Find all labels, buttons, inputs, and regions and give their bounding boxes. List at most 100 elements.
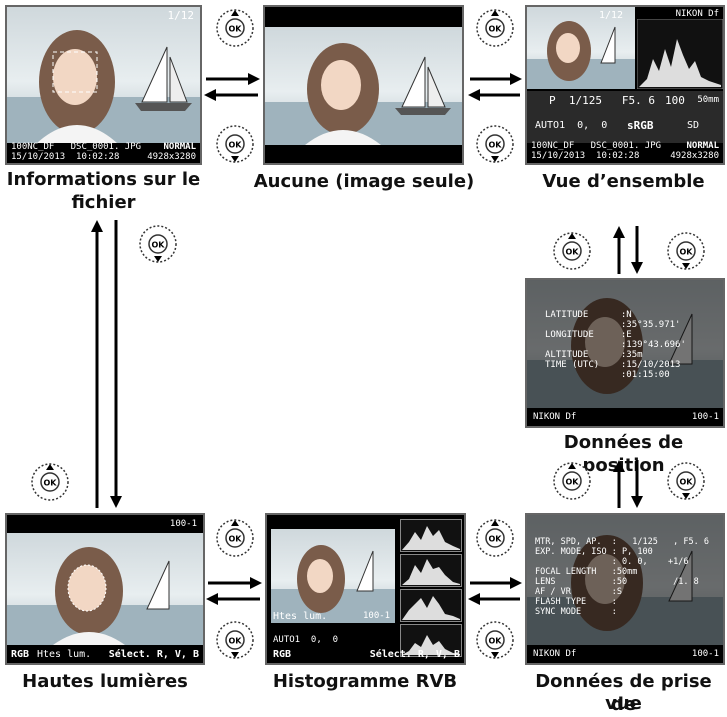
quality: NORMAL <box>163 142 196 152</box>
arrow-left-icon <box>468 593 520 605</box>
info-bar <box>527 91 723 143</box>
position-data-screen: LATITUDE :N :35°35.971' LONGITUDE :E :13… <box>525 278 725 428</box>
histogram-blue <box>400 624 462 657</box>
svg-text:OK: OK <box>566 248 580 257</box>
caption-highlights: Hautes lumières <box>22 671 188 692</box>
file-info-screen: 1/12 100NC_DF DSC_0001. JPG 15/10/2013 1… <box>5 5 202 165</box>
image-only-screen <box>263 5 464 165</box>
photo <box>265 27 462 145</box>
svg-text:OK: OK <box>44 479 58 488</box>
multi-selector-icon: OK <box>216 621 254 659</box>
frame-count: 1/12 <box>167 9 195 22</box>
multi-selector-icon: OK <box>553 462 591 500</box>
select-channel-hint: Sélect. R, V, B <box>369 649 460 660</box>
frame-number: 100-1 <box>691 649 719 659</box>
exposure-info: P 1/125 F5. 6 <box>549 94 655 107</box>
arrow-up-icon <box>91 220 103 508</box>
arrow-right-icon <box>208 577 262 589</box>
svg-text:OK: OK <box>489 637 503 646</box>
frame-number: 100-1 <box>169 519 197 529</box>
multi-selector-icon: OK <box>476 9 514 47</box>
caption-rgb: Histogramme RVB <box>272 671 458 692</box>
svg-text:OK: OK <box>152 241 166 250</box>
portrait-illustration <box>7 547 203 645</box>
photo <box>7 533 203 645</box>
image-size: 4928x3280 <box>670 151 719 161</box>
portrait-illustration <box>527 535 723 645</box>
white-balance: AUTO1 0, 0 <box>273 635 339 645</box>
arrow-up-icon <box>613 460 625 508</box>
arrow-down-icon <box>631 226 643 274</box>
multi-selector-icon: OK <box>216 125 254 163</box>
multi-selector-icon: OK <box>216 519 254 557</box>
highlights-label: Htes lum. <box>273 611 328 622</box>
portrait-illustration <box>527 21 635 89</box>
arrow-down-icon <box>110 220 122 508</box>
frame-count: 1/12 <box>599 10 624 21</box>
datetime: 15/10/2013 10:02:28 <box>531 151 640 161</box>
multi-selector-icon: OK <box>476 621 514 659</box>
folder-file: 100NC_DF DSC_0001. JPG <box>531 141 662 151</box>
svg-text:OK: OK <box>229 25 243 34</box>
multi-selector-icon: OK <box>553 232 591 270</box>
quality: NORMAL <box>686 141 719 151</box>
caption-shooting-2: vue <box>605 693 642 714</box>
photo-dimmed <box>527 515 723 645</box>
svg-text:OK: OK <box>489 535 503 544</box>
portrait-illustration <box>271 545 395 623</box>
shooting-data-lines: MTR, SPD, AP. : 1/125 , F5. 6 EXP. MODE,… <box>535 537 709 617</box>
camera-name: NIKON Df <box>533 649 577 659</box>
caption-position: Données de position <box>563 432 684 476</box>
color-space: sRGB <box>627 119 654 132</box>
arrow-right-icon <box>470 577 522 589</box>
arrow-left-icon <box>204 89 258 101</box>
camera-name: NIKON Df <box>675 9 719 19</box>
photo-dimmed <box>527 280 723 408</box>
luminance-histogram <box>637 19 723 89</box>
histogram-green <box>400 589 462 622</box>
select-channel-hint: Sélect. R, V, B <box>108 649 199 660</box>
multi-selector-icon: OK <box>139 225 177 263</box>
image-size: 4928x3280 <box>147 152 196 162</box>
photo <box>7 7 200 143</box>
channel-label: RGB <box>273 649 292 660</box>
histogram-red <box>400 554 462 587</box>
arrow-left-icon <box>206 593 260 605</box>
svg-text:OK: OK <box>489 25 503 34</box>
channel-label: RGB <box>11 649 30 660</box>
caption-file-info-2: fichier <box>71 192 136 213</box>
position-data-lines: LATITUDE :N :35°35.971' LONGITUDE :E :13… <box>545 310 686 380</box>
multi-selector-icon: OK <box>216 9 254 47</box>
shooting-data-screen: MTR, SPD, AP. : 1/125 , F5. 6 EXP. MODE,… <box>525 513 725 665</box>
caption-shooting-1: Données de prise de <box>535 671 712 715</box>
photo-thumbnail <box>527 7 635 89</box>
photo-thumbnail <box>271 529 395 623</box>
portrait-illustration <box>265 43 462 145</box>
arrow-left-icon <box>468 89 520 101</box>
white-balance: AUTO1 0, 0 <box>535 120 608 131</box>
picture-control: SD <box>687 120 700 131</box>
frame-number: 100-1 <box>363 611 391 621</box>
focal-length: 50mm <box>697 95 719 105</box>
multi-selector-icon: OK <box>667 232 705 270</box>
caption-none: Aucune (image seule) <box>253 171 475 192</box>
caption-file-info-1: Informations sur le <box>6 169 201 190</box>
rgb-histogram-screen: Htes lum. 100-1 AUTO1 0, 0 RGB Sélect. R… <box>265 513 466 665</box>
iso-value: 100 <box>665 94 685 107</box>
folder-file: 100NC_DF DSC_0001. JPG <box>11 142 142 152</box>
svg-text:OK: OK <box>566 478 580 487</box>
arrow-right-icon <box>206 73 260 85</box>
svg-text:OK: OK <box>229 141 243 150</box>
arrow-right-icon <box>470 73 522 85</box>
overview-screen: 1/12 NIKON Df P 1/125 F5. 6 100 50mm AUT… <box>525 5 725 165</box>
frame-number: 100-1 <box>691 412 719 422</box>
multi-selector-icon: OK <box>476 125 514 163</box>
svg-text:OK: OK <box>680 478 694 487</box>
portrait-illustration <box>7 30 200 143</box>
arrow-down-icon <box>631 460 643 508</box>
svg-text:OK: OK <box>229 637 243 646</box>
multi-selector-icon: OK <box>667 462 705 500</box>
histogram-luminance <box>400 519 462 552</box>
camera-name: NIKON Df <box>533 412 577 422</box>
caption-overview: Vue d’ensemble <box>542 171 705 192</box>
